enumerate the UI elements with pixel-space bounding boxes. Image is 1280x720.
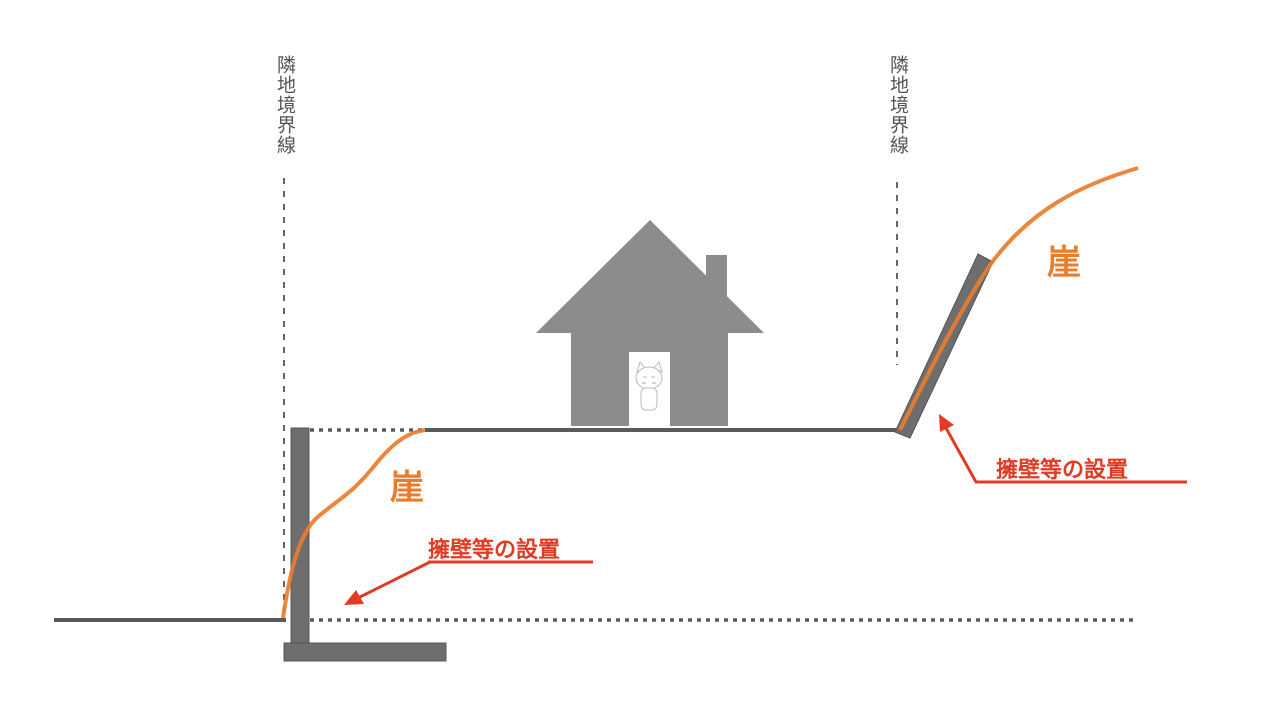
cliff-curve-right — [898, 166, 1139, 431]
cliff-label-left: 崖 — [390, 468, 424, 508]
boundary-label-left: 隣地境界線 — [274, 55, 296, 155]
cliff-curve-left — [281, 428, 426, 619]
cliff-label-right: 崖 — [1047, 243, 1081, 283]
retaining-wall-left-footing — [283, 642, 447, 662]
house — [536, 220, 764, 426]
cat-icon — [635, 360, 663, 411]
arrow-left — [344, 560, 593, 605]
wall-label-right: 擁壁等の設置 — [996, 458, 1129, 483]
retaining-wall-left — [290, 427, 310, 644]
arrow-right — [939, 414, 1187, 484]
wall-label-left: 擁壁等の設置 — [428, 538, 561, 563]
roof — [536, 220, 764, 333]
boundary-label-right: 隣地境界線 — [887, 55, 909, 155]
